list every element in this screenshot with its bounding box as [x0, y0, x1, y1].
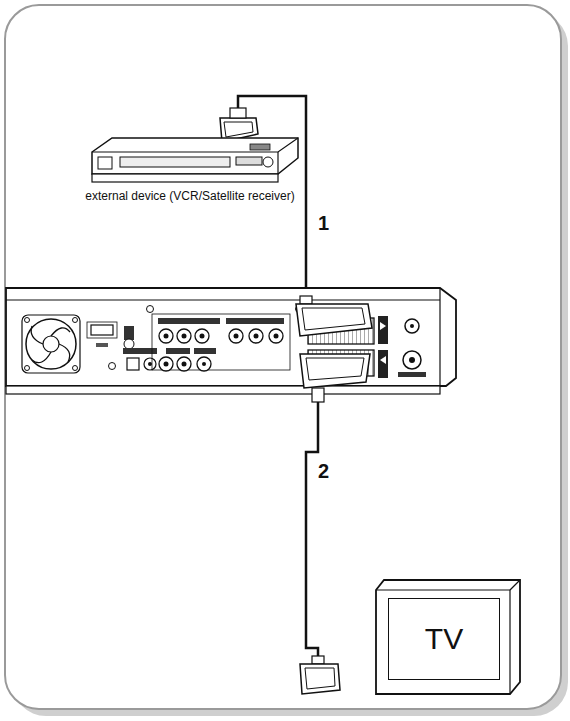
callout-number: 1 — [318, 212, 329, 235]
tv-set — [376, 580, 520, 694]
panel — [5, 5, 561, 709]
av-jacks — [159, 329, 283, 371]
recorder-rear-panel — [6, 288, 456, 394]
callout-number: 2 — [318, 460, 329, 483]
scart-cable — [306, 402, 318, 664]
scart-plug — [300, 656, 340, 694]
tv-screen: TV — [388, 598, 500, 680]
scart-plug — [296, 296, 372, 336]
device-caption: external device (VCR/Satellite receiver) — [85, 189, 294, 203]
tv-label: TV — [425, 622, 463, 656]
recorder-rear-panel-2 — [109, 306, 427, 379]
vcr-device — [92, 138, 298, 182]
device-label-node: external device (VCR/Satellite receiver) — [72, 185, 308, 207]
scart-plug — [300, 354, 370, 402]
scart-plug — [220, 108, 258, 142]
